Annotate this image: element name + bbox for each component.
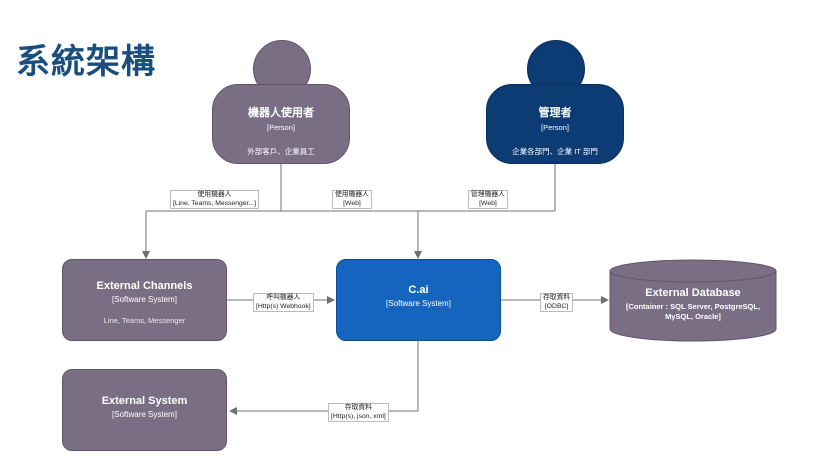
person-bot-user[interactable]: 機器人使用者 [Person] 外部客戶、企業員工 [212, 84, 350, 164]
person-type: [Person] [267, 123, 295, 132]
system-name: External System [101, 395, 188, 407]
relation-label-channels-cai: 呼叫機器人 [Http(s) Webhook] [253, 293, 314, 312]
database-cylinder-icon [609, 259, 777, 342]
person-admin[interactable]: 管理者 [Person] 企業各部門、企業 IT 部門 [486, 84, 624, 164]
person-name: 管理者 [538, 107, 572, 119]
relation-label-user-cai: 使用機器人 [Web] [332, 190, 372, 209]
person-desc: 企業各部門、企業 IT 部門 [512, 147, 598, 156]
system-name: External Channels [96, 280, 193, 292]
system-name: C.ai [408, 284, 429, 296]
page-title: 系統架構 [16, 42, 156, 82]
system-external-channels[interactable]: External Channels [Software System] Line… [62, 259, 227, 341]
relation-label-cai-extsys: 存取資料 [Http(s), json, xml] [328, 403, 389, 422]
relation-label-admin-cai: 管理機器人 [Web] [468, 190, 508, 209]
system-cai[interactable]: C.ai [Software System] [336, 259, 501, 341]
system-desc: Line, Teams, Messenger [103, 316, 186, 325]
relation-label-user-channels: 使用機器人 [Line, Teams, Messenger...] [170, 190, 259, 209]
relation-label-cai-db: 存取資料 [ODBC] [540, 293, 574, 312]
person-type: [Person] [541, 123, 569, 132]
person-desc: 外部客戶、企業員工 [247, 147, 315, 156]
system-type: [Software System] [386, 299, 451, 308]
person-name: 機器人使用者 [248, 107, 314, 119]
system-external-system[interactable]: External System [Software System] [62, 369, 227, 451]
system-name: External Database [645, 287, 741, 299]
system-external-database[interactable]: External Database [Container : SQL Serve… [609, 287, 777, 327]
system-type: [Container : SQL Server, PostgreSQL, MyS… [625, 302, 761, 321]
system-type: [Software System] [112, 295, 177, 304]
system-type: [Software System] [112, 410, 177, 419]
